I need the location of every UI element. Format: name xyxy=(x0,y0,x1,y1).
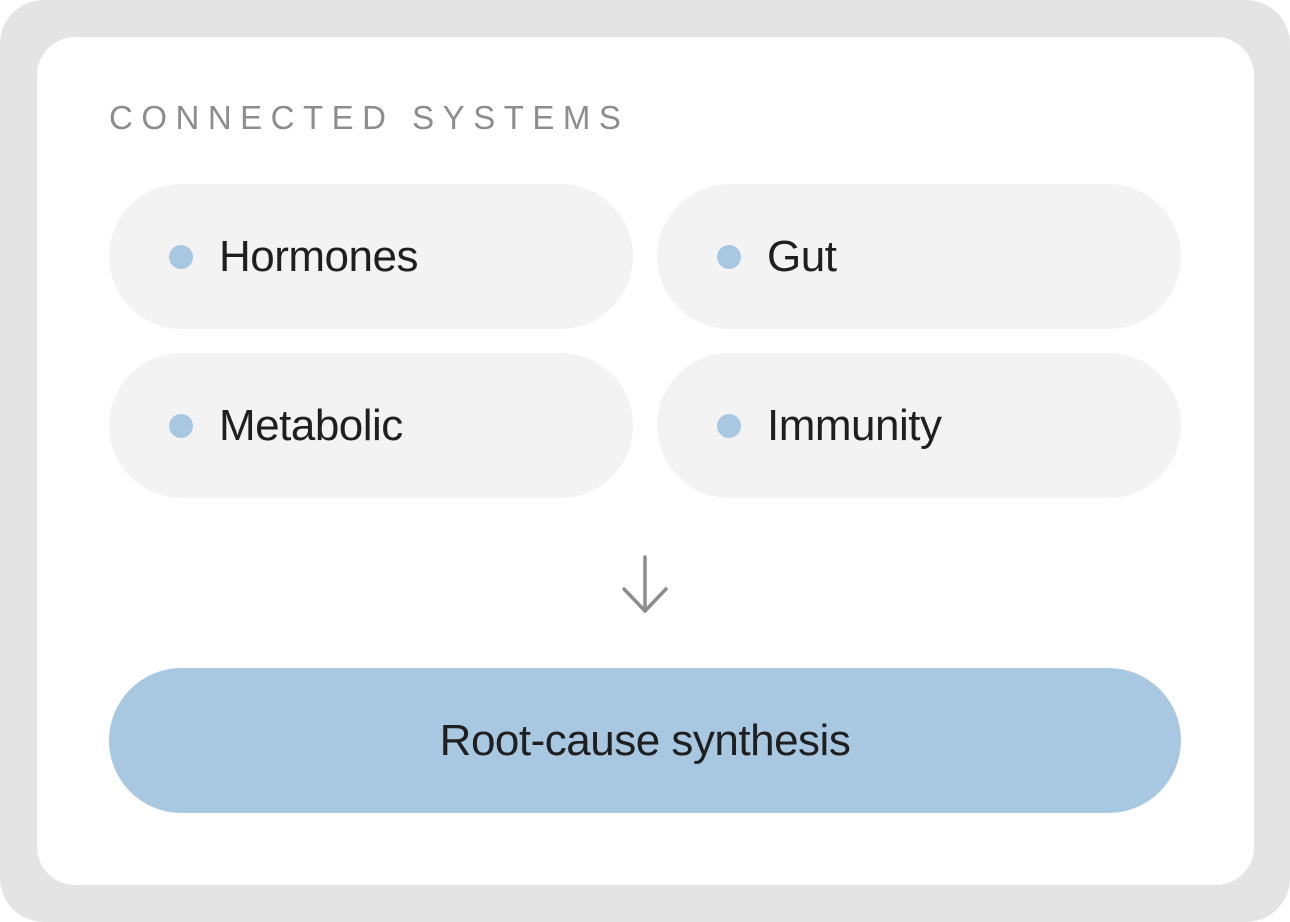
arrow-down-icon xyxy=(622,555,668,613)
connected-systems-card: CONNECTED SYSTEMS Hormones Gut Metabolic… xyxy=(37,37,1254,885)
dot-icon xyxy=(169,413,193,438)
dot-icon xyxy=(169,244,193,269)
system-pill-metabolic: Metabolic xyxy=(109,353,633,498)
root-cause-synthesis: Root-cause synthesis xyxy=(109,668,1181,813)
system-pill-immunity: Immunity xyxy=(657,353,1181,498)
dot-icon xyxy=(717,244,741,269)
section-title: CONNECTED SYSTEMS xyxy=(109,99,630,136)
system-pill-gut: Gut xyxy=(657,184,1181,329)
system-label: Immunity xyxy=(767,400,942,450)
system-label: Gut xyxy=(767,231,837,281)
system-pill-hormones: Hormones xyxy=(109,184,633,329)
dot-icon xyxy=(717,413,741,438)
system-label: Hormones xyxy=(219,231,418,281)
system-label: Metabolic xyxy=(219,400,403,450)
